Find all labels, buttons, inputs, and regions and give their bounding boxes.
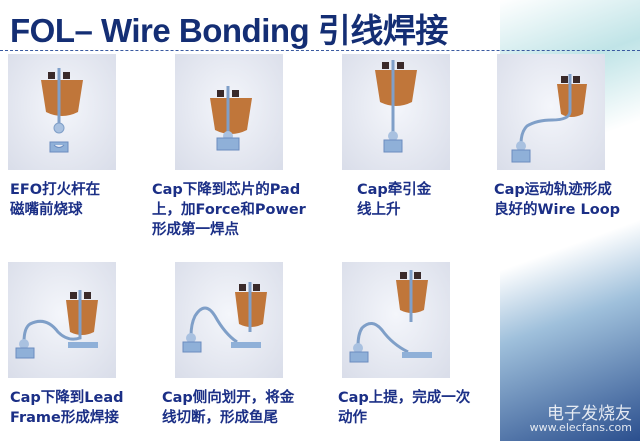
step-6-caption: Cap侧向划开，将金 线切断，形成鱼尾 [162,390,295,426]
watermark-url: www.elecfans.com [529,421,632,434]
step-2-illustration [175,54,283,170]
step-7-caption: Cap上提，完成一次 动作 [338,390,471,426]
step-5-illustration [8,262,116,378]
step-4-caption: Cap运动轨迹形成 良好的Wire Loop [494,182,621,218]
step-2-caption: Cap下降到芯片的Pad 上，加Force和Power 形成第一焊点 [152,182,306,238]
step-1-illustration [8,54,116,170]
step-6-illustration [175,262,283,378]
page-title: FOL– Wire Bonding 引线焊接 [10,12,448,49]
watermark-name: 电子发烧友 [547,404,632,424]
watermark: 电子发烧友 www.elecfans.com [529,404,632,435]
step-4-illustration [497,54,605,170]
step-3-caption: Cap牵引金 线上升 [357,182,432,218]
step-3-illustration [342,54,450,170]
step-7-illustration [342,262,450,378]
divider [0,50,640,51]
step-5-caption: Cap下降到Lead Frame形成焊接 [10,390,124,426]
step-1-caption: EFO打火杆在 磁嘴前烧球 [10,182,101,218]
